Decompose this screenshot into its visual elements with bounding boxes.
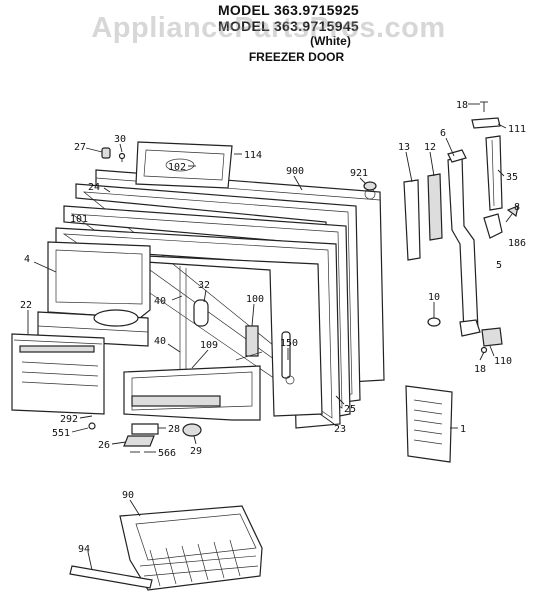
label-551: 551 bbox=[52, 428, 70, 439]
label-90: 90 bbox=[122, 490, 134, 501]
clip-28[interactable] bbox=[131, 423, 159, 435]
label-35: 35 bbox=[506, 172, 518, 183]
label-100: 100 bbox=[246, 294, 264, 305]
label-110: 110 bbox=[494, 356, 512, 367]
label-40-lower: 40 bbox=[154, 336, 166, 347]
label-18-upper: 18 bbox=[456, 100, 468, 111]
label-22: 22 bbox=[20, 300, 32, 311]
label-109: 109 bbox=[200, 340, 218, 351]
handle-bracket-35[interactable] bbox=[485, 135, 503, 211]
label-12: 12 bbox=[424, 142, 436, 153]
screw-27[interactable] bbox=[101, 147, 111, 159]
trim-strip-94[interactable] bbox=[69, 565, 153, 589]
bracket-26[interactable] bbox=[123, 435, 155, 447]
hinge-pin-10[interactable] bbox=[427, 317, 441, 327]
label-23: 23 bbox=[334, 424, 346, 435]
screw-30[interactable] bbox=[118, 152, 126, 163]
label-26: 26 bbox=[98, 440, 110, 451]
label-30: 30 bbox=[114, 134, 126, 145]
label-28: 28 bbox=[168, 424, 180, 435]
label-8: 8 bbox=[514, 202, 520, 213]
label-25: 25 bbox=[344, 404, 356, 415]
screw-18-upper[interactable] bbox=[480, 101, 488, 112]
label-186: 186 bbox=[508, 238, 526, 249]
label-102: 102 bbox=[168, 162, 186, 173]
label-900: 900 bbox=[286, 166, 304, 177]
label-921: 921 bbox=[350, 168, 368, 179]
label-1: 1 bbox=[460, 424, 466, 435]
model-line-2: MODEL 363.9715945 bbox=[217, 18, 360, 34]
spring-551[interactable] bbox=[88, 422, 96, 430]
label-111: 111 bbox=[508, 124, 526, 135]
label-6: 6 bbox=[440, 128, 446, 139]
washer-186[interactable] bbox=[506, 205, 519, 218]
label-101: 101 bbox=[70, 214, 88, 225]
section-title: FREEZER DOOR bbox=[248, 50, 345, 64]
label-292: 292 bbox=[60, 414, 78, 425]
label-10: 10 bbox=[428, 292, 440, 303]
label-150: 150 bbox=[280, 338, 298, 349]
hinge-cover-114[interactable] bbox=[135, 141, 233, 189]
hinge-111[interactable] bbox=[471, 117, 501, 129]
label-40-upper: 40 bbox=[154, 296, 166, 307]
model-line-1: MODEL 363.9715925 bbox=[217, 2, 360, 18]
drip-tray-109[interactable] bbox=[123, 365, 261, 421]
label-18-lower: 18 bbox=[474, 364, 486, 375]
handle-trim-12[interactable] bbox=[427, 173, 443, 241]
handle-trim-13[interactable] bbox=[403, 179, 421, 261]
plug-921[interactable] bbox=[363, 181, 377, 191]
door-handle-6[interactable] bbox=[447, 149, 481, 337]
inner-door-panel-23[interactable] bbox=[145, 255, 323, 417]
label-27: 27 bbox=[74, 142, 86, 153]
part-number-labels: 18 111 6 13 12 35 30 27 102 114 900 921 … bbox=[20, 100, 526, 555]
header: MODEL 363.9715925 MODEL 363.9715945 (Whi… bbox=[0, 0, 537, 70]
grommet-29[interactable] bbox=[182, 423, 202, 437]
label-4: 4 bbox=[24, 254, 30, 265]
label-94: 94 bbox=[78, 544, 90, 555]
control-panel-22[interactable] bbox=[11, 333, 105, 415]
ice-basket-90[interactable] bbox=[119, 505, 263, 591]
door-frame-4[interactable] bbox=[47, 241, 151, 319]
label-566: 566 bbox=[158, 448, 176, 459]
label-32: 32 bbox=[198, 280, 210, 291]
leader-lines bbox=[27, 103, 513, 571]
label-13: 13 bbox=[398, 142, 410, 153]
instruction-manual-1[interactable] bbox=[405, 385, 453, 463]
color-note: (White) bbox=[310, 34, 351, 48]
label-5: 5 bbox=[496, 260, 502, 271]
label-29: 29 bbox=[190, 446, 202, 457]
hinge-bottom-110[interactable] bbox=[481, 327, 503, 347]
label-114: 114 bbox=[244, 150, 262, 161]
screw-18-lower[interactable] bbox=[480, 346, 488, 354]
hinge-cap-5[interactable] bbox=[483, 213, 503, 239]
label-24: 24 bbox=[88, 182, 100, 193]
